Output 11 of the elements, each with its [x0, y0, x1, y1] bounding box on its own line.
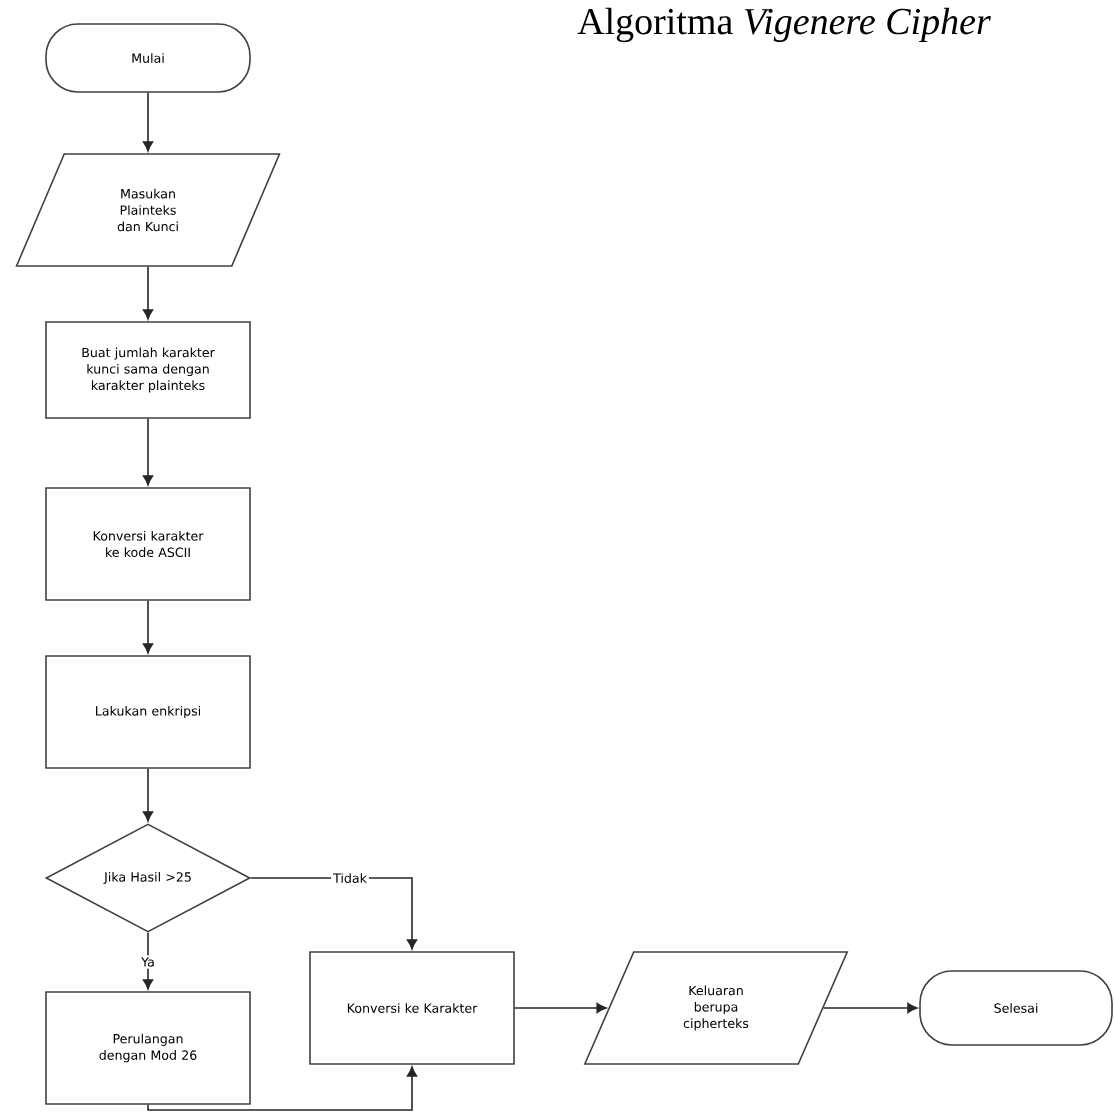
arrow: [142, 418, 154, 486]
arrow: [250, 877, 418, 950]
arrow: [822, 1002, 918, 1014]
arrow: [142, 932, 154, 990]
title: Algoritma Vigenere Cipher: [577, 7, 991, 43]
arrow: [142, 600, 154, 654]
arrow: [142, 768, 154, 822]
arrow: [147, 1066, 418, 1111]
arrow: [514, 1002, 607, 1014]
arrow: [142, 266, 154, 320]
arrow: [142, 92, 154, 152]
